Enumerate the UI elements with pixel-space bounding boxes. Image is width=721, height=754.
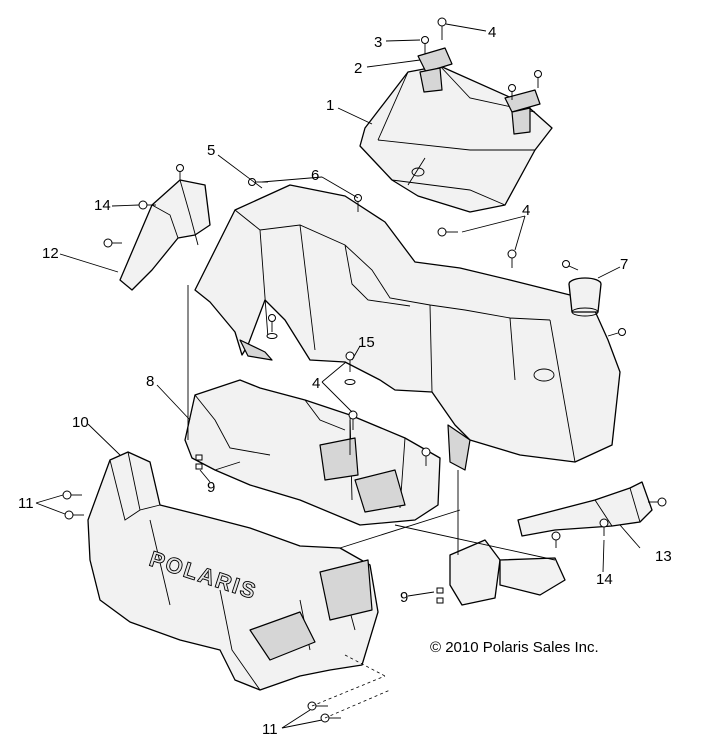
screw-hinge-right-b: [534, 70, 542, 88]
washer-15: [344, 379, 356, 385]
callout-10: 10: [72, 414, 89, 431]
callout-2: 2: [354, 60, 362, 77]
callout-9-right: 9: [400, 589, 408, 606]
screw-12-a: [103, 238, 122, 248]
copyright-notice: © 2010 Polaris Sales Inc.: [430, 639, 599, 656]
screw-cab-left: [268, 314, 276, 332]
part-storage-lid: [359, 65, 553, 213]
callout-14-top: 14: [94, 197, 111, 214]
screw-11-a: [62, 490, 82, 500]
screw-hinge-right-a: [508, 84, 516, 100]
part-side-trim-right: [517, 481, 653, 537]
callout-4-tub: 4: [312, 375, 320, 392]
callout-labels: 1 2 3 4 5 6 4 7 14 12 8 15 4 9 10 11 13 …: [18, 24, 672, 738]
screw-4-tub-b: [421, 447, 431, 466]
part-hinge-right: [504, 89, 541, 135]
screw-cup-b: [607, 328, 626, 337]
screw-12-b: [176, 164, 184, 180]
clip-9-a: [195, 454, 203, 470]
callout-5: 5: [207, 142, 215, 159]
part-front-fascia: [87, 451, 379, 691]
part-cup-holder: [568, 277, 602, 317]
callout-3: 3: [374, 34, 382, 51]
part-lower-bracket: [449, 539, 566, 606]
screw-13-b: [551, 531, 561, 548]
callout-7: 7: [620, 256, 628, 273]
callout-6: 6: [311, 167, 319, 184]
part-front-cab: [194, 184, 621, 471]
screw-4-top: [437, 17, 447, 40]
screw-13-a: [648, 497, 667, 507]
part-side-trim-left: [119, 179, 211, 291]
screw-4-mid-b: [507, 249, 517, 268]
part-hinge-left: [417, 47, 453, 93]
assembly-lines: [187, 285, 556, 719]
callout-12: 12: [42, 245, 59, 262]
callout-14-bottom: 14: [596, 571, 613, 588]
screw-4-tub-a: [348, 410, 358, 430]
screw-3: [421, 36, 429, 54]
screw-cup-a: [562, 260, 579, 271]
screw-15: [345, 351, 355, 372]
fasteners: [62, 164, 667, 723]
washer-cab-left: [266, 333, 278, 339]
callout-9-left: 9: [207, 479, 215, 496]
part-inner-tub: [184, 379, 441, 526]
screw-14-bottom: [599, 518, 609, 536]
callout-15: 15: [358, 334, 375, 351]
clip-9-b: [436, 587, 444, 604]
callout-4-top: 4: [488, 24, 496, 41]
screw-4-mid-a: [437, 227, 458, 237]
callout-13: 13: [655, 548, 672, 565]
callout-11-left: 11: [18, 495, 34, 512]
screw-11-b: [64, 510, 84, 520]
callout-1: 1: [326, 97, 334, 114]
callout-8: 8: [146, 373, 154, 390]
callout-4-mid: 4: [522, 202, 530, 219]
callout-11-bottom: 11: [262, 721, 278, 738]
leader-lines: [35, 23, 641, 729]
